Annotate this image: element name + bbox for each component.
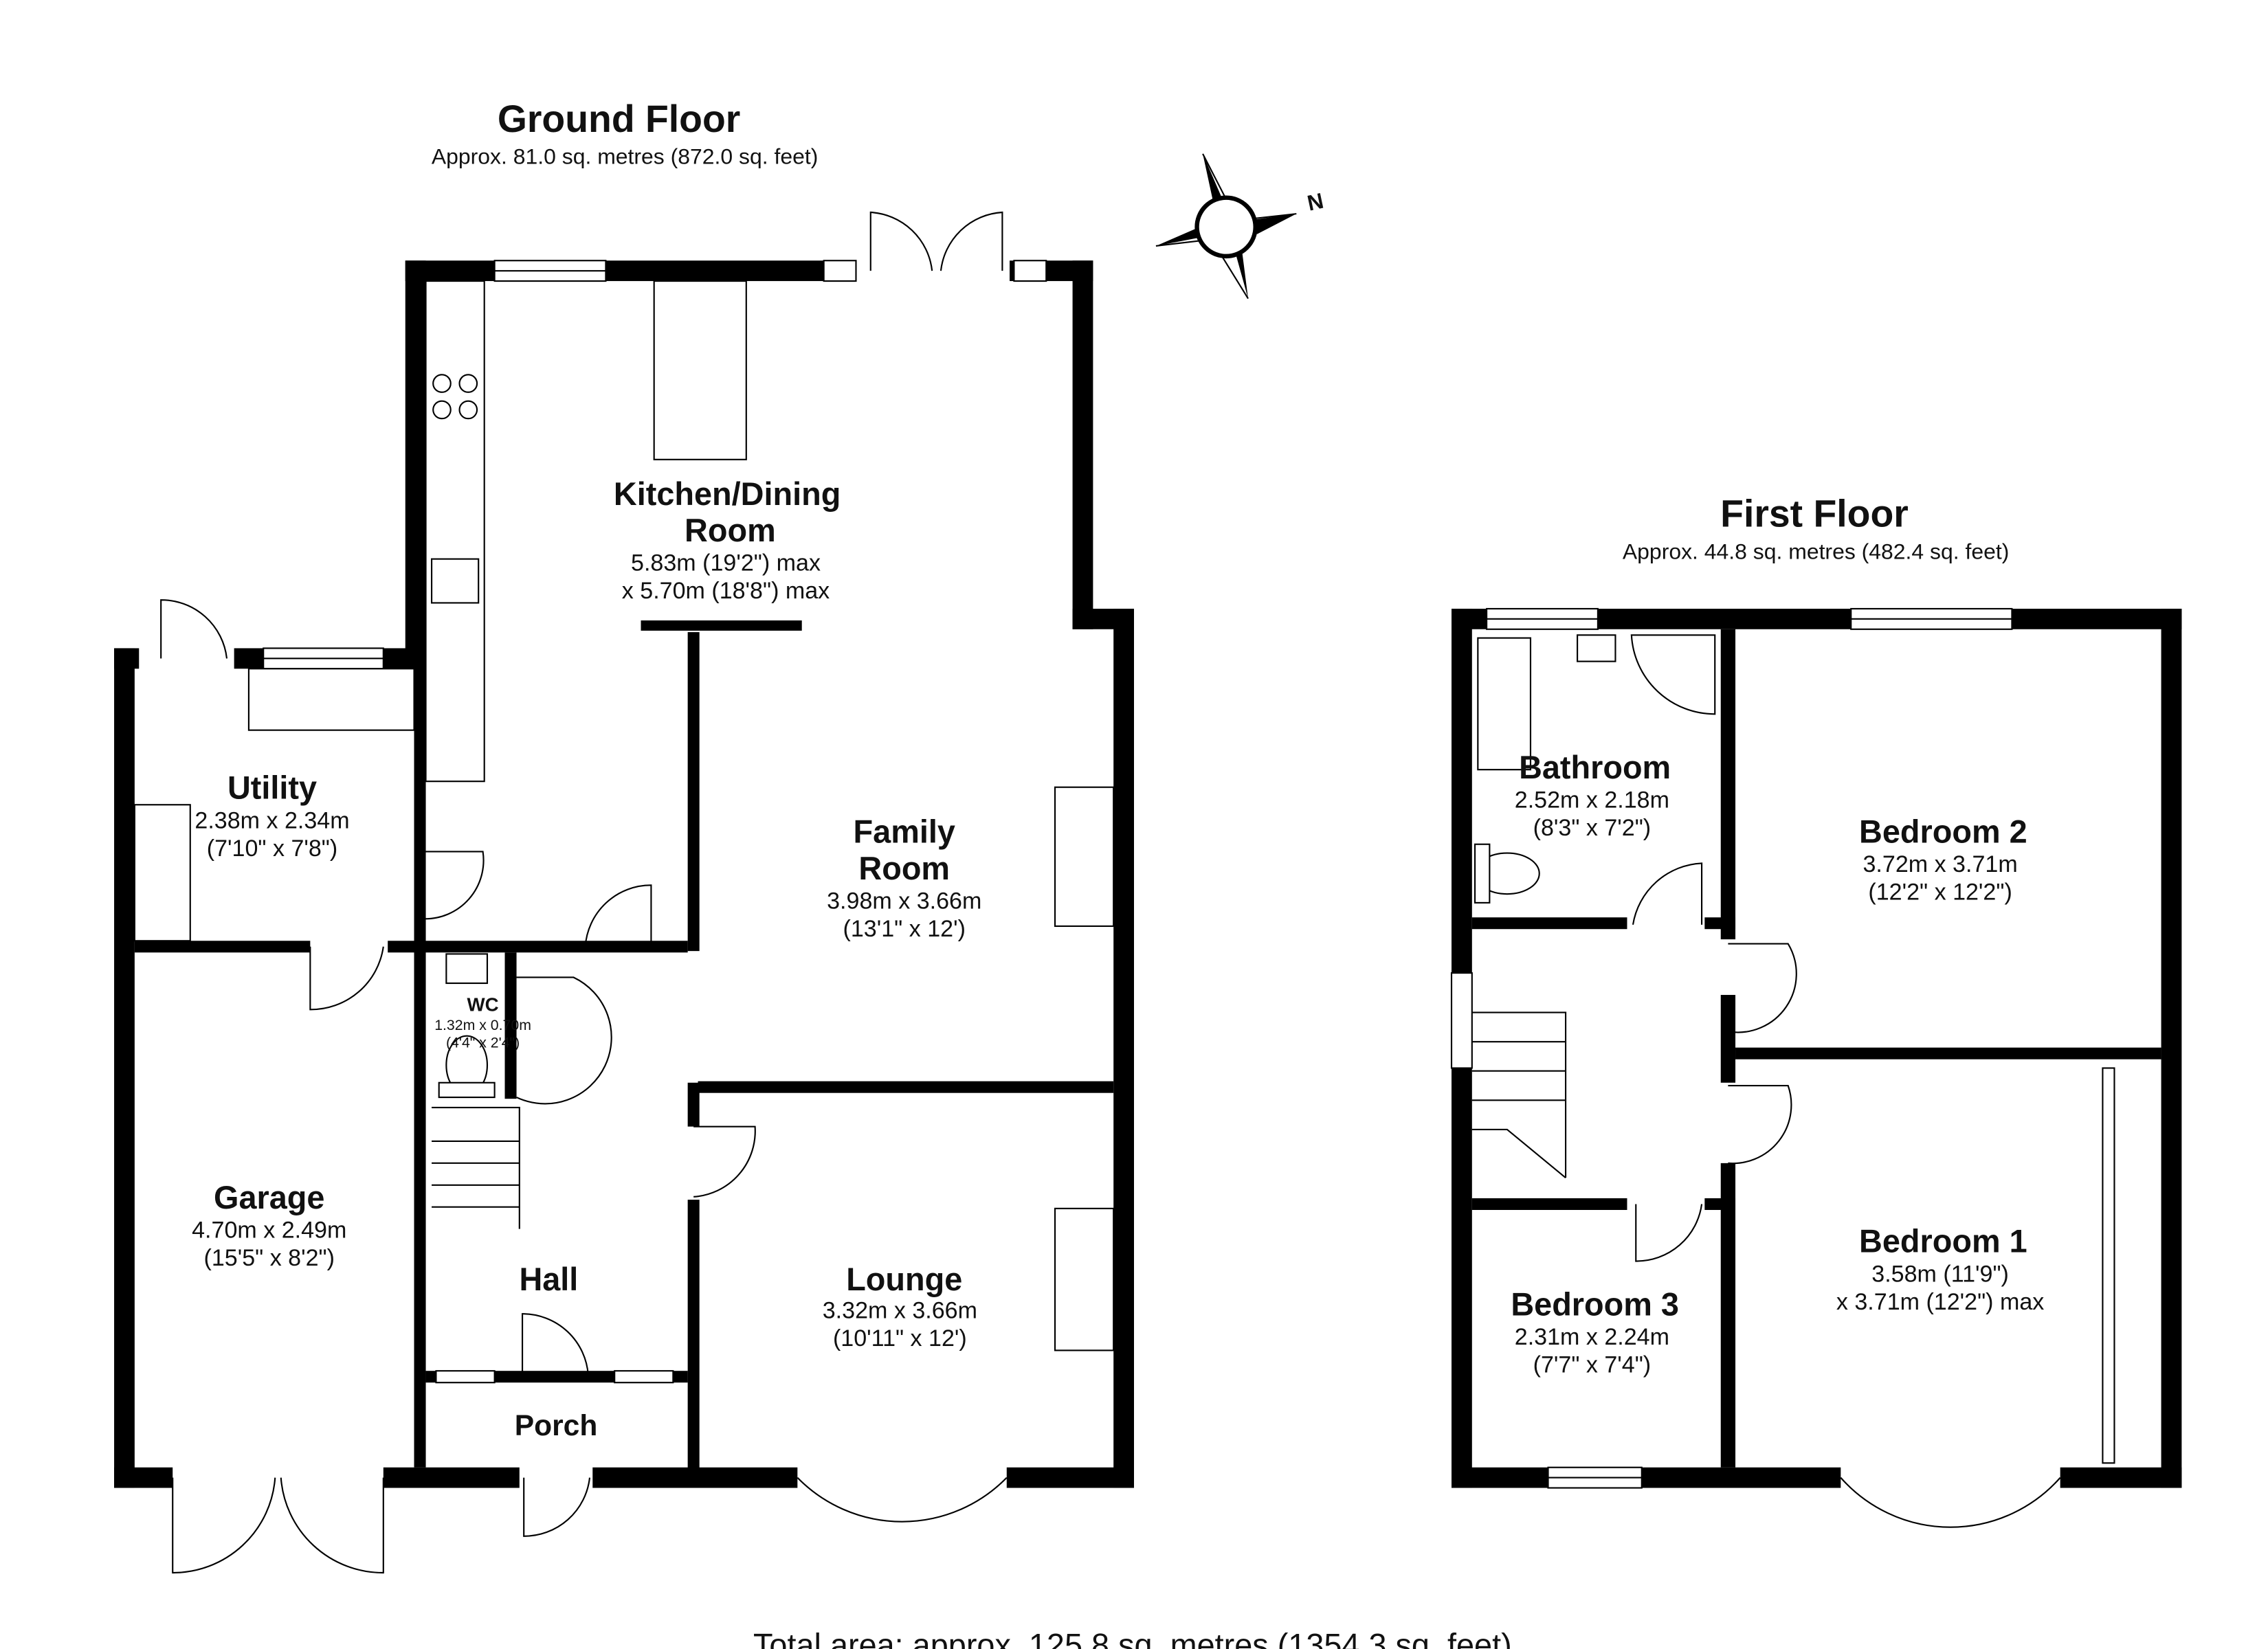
first-floor-fixtures xyxy=(1450,607,2115,1528)
svg-text:(12'2" x 12'2"): (12'2" x 12'2") xyxy=(1868,879,2012,906)
room-family: Family Room 3.98m x 3.66m (13'1" x 12') xyxy=(827,814,981,942)
svg-text:x 5.70m (18'8") max: x 5.70m (18'8") max xyxy=(622,578,830,604)
svg-text:(4'4" x 2'4"): (4'4" x 2'4") xyxy=(446,1035,520,1051)
room-bedroom-2: Bedroom 2 3.72m x 3.71m (12'2" x 12'2") xyxy=(1859,814,2027,906)
svg-text:Lounge: Lounge xyxy=(846,1261,962,1297)
svg-text:(10'11" x 12'): (10'11" x 12') xyxy=(833,1325,967,1351)
room-wc: WC 1.32m x 0.70m (4'4" x 2'4") xyxy=(434,994,531,1051)
svg-text:(7'7" x 7'4"): (7'7" x 7'4") xyxy=(1533,1351,1652,1378)
svg-text:3.58m (11'9"): 3.58m (11'9") xyxy=(1871,1261,2009,1287)
compass-rose-icon: N xyxy=(1155,153,1326,300)
svg-text:Room: Room xyxy=(685,513,776,548)
total-area: Total area: approx. 125.8 sq. metres (13… xyxy=(753,1627,1512,1649)
svg-text:1.32m x 0.70m: 1.32m x 0.70m xyxy=(434,1017,531,1033)
svg-text:4.70m x 2.49m: 4.70m x 2.49m xyxy=(192,1217,346,1243)
ground-floor-title: Ground Floor xyxy=(498,98,741,140)
svg-text:2.31m x 2.24m: 2.31m x 2.24m xyxy=(1515,1324,1669,1350)
svg-text:Bathroom: Bathroom xyxy=(1519,750,1671,785)
ground-floor-walls xyxy=(114,260,1134,1488)
svg-text:(13'1" x 12'): (13'1" x 12') xyxy=(843,916,966,942)
room-porch: Porch xyxy=(515,1409,598,1442)
room-utility: Utility 2.38m x 2.34m (7'10" x 7'8") xyxy=(194,770,349,862)
svg-text:WC: WC xyxy=(467,994,499,1015)
room-bedroom-3: Bedroom 3 2.31m x 2.24m (7'7" x 7'4") xyxy=(1511,1286,1679,1378)
svg-text:Utility: Utility xyxy=(227,770,317,806)
room-hall: Hall xyxy=(519,1261,578,1297)
first-floor-title: First Floor xyxy=(1720,493,1909,535)
svg-text:Bedroom 3: Bedroom 3 xyxy=(1511,1286,1679,1322)
room-kitchen-dining: Kitchen/Dining Room 5.83m (19'2") max x … xyxy=(614,476,841,604)
svg-text:x 3.71m (12'2") max: x 3.71m (12'2") max xyxy=(1836,1289,2044,1315)
svg-text:3.72m x 3.71m: 3.72m x 3.71m xyxy=(1863,851,2017,877)
svg-text:3.98m x 3.66m: 3.98m x 3.66m xyxy=(827,888,981,914)
svg-text:5.83m (19'2") max: 5.83m (19'2") max xyxy=(631,550,821,576)
ground-floor-area: Approx. 81.0 sq. metres (872.0 sq. feet) xyxy=(432,144,818,169)
svg-text:Garage: Garage xyxy=(214,1180,324,1215)
svg-text:3.32m x 3.66m: 3.32m x 3.66m xyxy=(823,1298,977,1324)
ground-floor-fixtures xyxy=(133,211,1115,1574)
room-bedroom-1: Bedroom 1 3.58m (11'9") x 3.71m (12'2") … xyxy=(1836,1224,2044,1315)
first-floor-area: Approx. 44.8 sq. metres (482.4 sq. feet) xyxy=(1623,539,2009,564)
svg-text:2.38m x 2.34m: 2.38m x 2.34m xyxy=(194,807,349,833)
svg-text:(7'10" x 7'8"): (7'10" x 7'8") xyxy=(207,835,337,862)
svg-text:(8'3" x 7'2"): (8'3" x 7'2") xyxy=(1533,815,1652,841)
svg-text:Bedroom 2: Bedroom 2 xyxy=(1859,814,2027,850)
svg-text:Bedroom 1: Bedroom 1 xyxy=(1859,1224,2027,1259)
room-lounge: Lounge 3.32m x 3.66m (10'11" x 12') xyxy=(823,1261,977,1351)
room-garage: Garage 4.70m x 2.49m (15'5" x 8'2") xyxy=(192,1180,346,1271)
svg-text:2.52m x 2.18m: 2.52m x 2.18m xyxy=(1515,787,1669,814)
svg-text:(15'5" x 8'2"): (15'5" x 8'2") xyxy=(204,1245,335,1271)
compass-north-label: N xyxy=(1305,188,1326,216)
svg-text:Family: Family xyxy=(854,814,955,850)
svg-text:Room: Room xyxy=(858,851,950,886)
svg-text:Kitchen/Dining: Kitchen/Dining xyxy=(614,476,841,512)
room-bathroom: Bathroom 2.52m x 2.18m (8'3" x 7'2") xyxy=(1515,750,1671,841)
